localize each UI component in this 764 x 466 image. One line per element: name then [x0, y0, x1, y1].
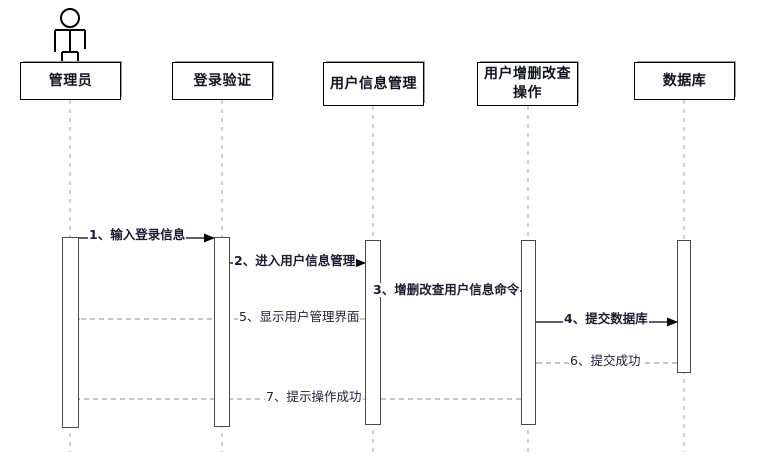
activation-bar-user-crud-ops: [521, 240, 536, 425]
stick-figure-icon: [54, 8, 86, 71]
lifeline-label: 登录验证: [193, 72, 252, 89]
message-label-7: 7、提示操作成功: [265, 389, 363, 404]
lifeline-label: 用户增删改查操作: [484, 66, 571, 101]
message-label-1: 1、输入登录信息: [88, 227, 187, 242]
message-label-2: 2、进入用户信息管理: [233, 253, 357, 268]
lifeline-header-login-auth[interactable]: 登录验证: [172, 62, 273, 100]
activation-bar-database: [677, 240, 691, 373]
lifeline-header-user-crud-ops[interactable]: 用户增删改查操作: [477, 62, 578, 106]
message-label-4: 4、提交数据库: [563, 311, 649, 326]
lifeline-label: 数据库: [662, 72, 707, 89]
lifeline-header-user-info-mgmt[interactable]: 用户信息管理: [323, 62, 424, 106]
lifeline-label: 用户信息管理: [330, 75, 417, 92]
message-label-3: 3、增删改查用户信息命令: [372, 282, 521, 297]
message-label-5: 5、显示用户管理界面: [238, 309, 361, 324]
activation-bar-user-info-mgmt: [365, 240, 381, 425]
message-label-6: 6、提交成功: [569, 353, 642, 368]
lifeline-header-admin[interactable]: 管理员: [20, 62, 121, 100]
lifeline-label: 管理员: [48, 72, 93, 89]
lifeline-header-database[interactable]: 数据库: [634, 62, 735, 100]
activation-bar-login-auth: [214, 237, 230, 427]
activation-bar-admin: [62, 237, 79, 428]
